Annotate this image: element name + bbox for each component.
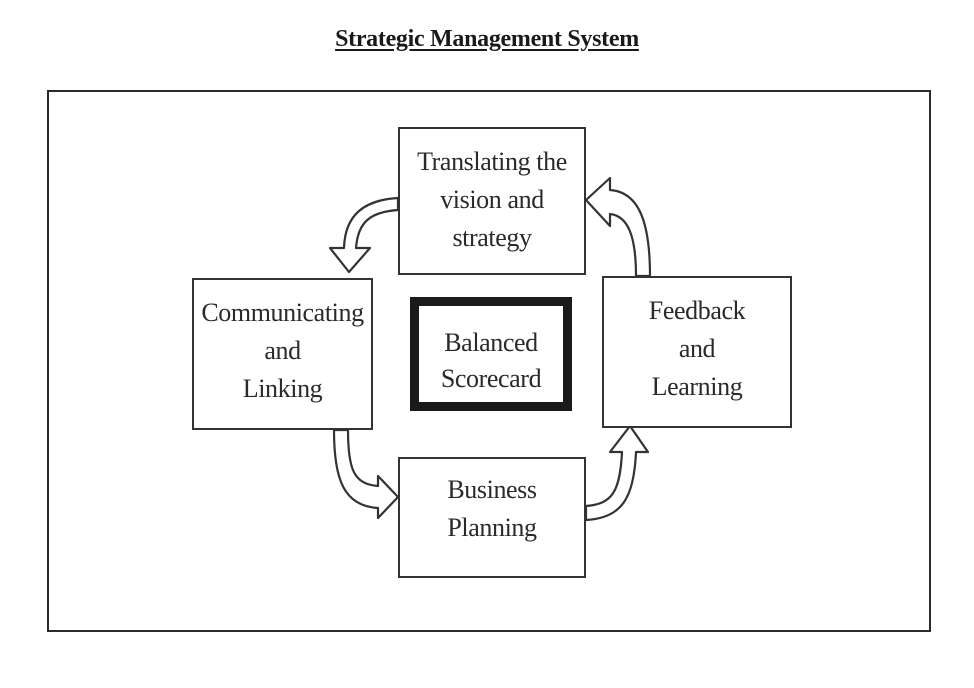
node-translating-vision-strategy: Translating the vision and strategy bbox=[398, 127, 586, 275]
page-title: Strategic Management System bbox=[335, 26, 639, 52]
diagram-frame bbox=[47, 90, 931, 632]
center-label: Balanced Scorecard bbox=[440, 328, 542, 393]
node-label: Translating the vision and strategy bbox=[417, 147, 567, 252]
node-balanced-scorecard: Balanced Scorecard bbox=[410, 297, 572, 411]
node-communicating-linking: Communicating and Linking bbox=[192, 278, 373, 430]
node-label: Feedback and Learning bbox=[648, 296, 746, 401]
arrow-planning-to-feedback bbox=[584, 424, 650, 522]
node-business-planning: Business Planning bbox=[398, 457, 586, 578]
node-label: Business Planning bbox=[447, 475, 537, 542]
node-label: Communicating and Linking bbox=[201, 298, 364, 403]
arrow-communicating-to-planning bbox=[332, 428, 400, 520]
arrow-feedback-to-translating bbox=[584, 176, 652, 278]
arrow-translating-to-communicating bbox=[328, 196, 400, 274]
node-feedback-learning: Feedback and Learning bbox=[602, 276, 792, 428]
